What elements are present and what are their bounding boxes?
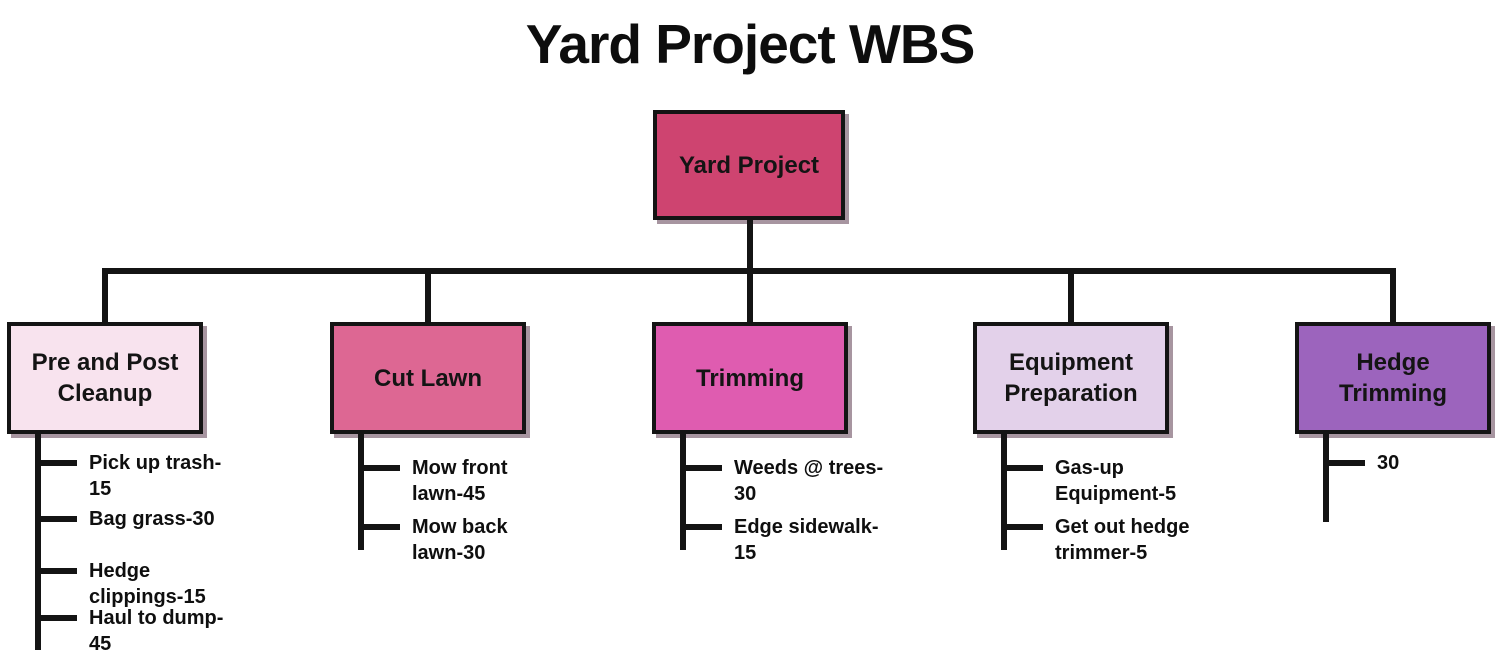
- connector-task-spine: [1323, 434, 1329, 522]
- connector-task-tick: [1323, 460, 1365, 466]
- task-label: Gas-up Equipment-5: [1055, 457, 1177, 505]
- connector-task-tick: [358, 524, 400, 530]
- connector-task-tick: [35, 460, 77, 466]
- connector-task-spine: [1001, 434, 1007, 550]
- connector-task-tick: [1001, 465, 1043, 471]
- task-label: Edge sidewalk-15: [734, 516, 879, 564]
- task-item: 30: [1323, 450, 1500, 476]
- wbs-node-trimming: Trimming: [652, 322, 848, 434]
- diagram-title: Yard Project WBS: [525, 13, 976, 75]
- connector-drop: [425, 268, 431, 324]
- task-label: Bag grass-30: [89, 508, 215, 530]
- connector-task-tick: [35, 615, 77, 621]
- task-label: Mow back lawn-30: [412, 516, 508, 564]
- task-label: Haul to dump-45: [89, 607, 224, 655]
- task-item: Weeds @ trees-30: [680, 455, 884, 507]
- task-label: Weeds @ trees-30: [734, 457, 884, 505]
- connector-task-tick: [358, 465, 400, 471]
- connector-task-spine: [35, 434, 41, 650]
- task-item: Get out hedge trimmer-5: [1001, 514, 1205, 566]
- connector-task-tick: [35, 568, 77, 574]
- wbs-node-equipment-preparation: Equipment Preparation: [973, 322, 1169, 434]
- connector-task-spine: [358, 434, 364, 550]
- task-item: Edge sidewalk-15: [680, 514, 884, 566]
- task-label: Hedge clippings-15: [89, 560, 206, 608]
- task-item: Bag grass-30: [35, 506, 239, 532]
- wbs-node-pre-and-post-cleanup: Pre and Post Cleanup: [7, 322, 203, 434]
- task-item: Mow back lawn-30: [358, 514, 562, 566]
- task-label: 30: [1377, 452, 1400, 474]
- task-label: Get out hedge trimmer-5: [1055, 516, 1190, 564]
- connector-task-tick: [680, 524, 722, 530]
- connector-drop: [747, 268, 753, 324]
- connector-task-tick: [1001, 524, 1043, 530]
- connector-task-tick: [35, 516, 77, 522]
- task-item: Hedge clippings-15: [35, 558, 239, 610]
- connector-drop: [1390, 268, 1396, 324]
- connector-drop: [102, 268, 108, 324]
- task-label: Pick up trash-15: [89, 452, 222, 500]
- task-item: Gas-up Equipment-5: [1001, 455, 1205, 507]
- wbs-node-cut-lawn: Cut Lawn: [330, 322, 526, 434]
- wbs-node-hedge-trimming: Hedge Trimming: [1295, 322, 1491, 434]
- connector-root-stem: [747, 218, 753, 270]
- task-label: Mow front lawn-45: [412, 457, 508, 505]
- wbs-root-node: Yard Project: [653, 110, 845, 220]
- task-item: Pick up trash-15: [35, 450, 239, 502]
- task-item: Mow front lawn-45: [358, 455, 562, 507]
- connector-task-spine: [680, 434, 686, 550]
- connector-task-tick: [680, 465, 722, 471]
- task-item: Haul to dump-45: [35, 605, 239, 657]
- connector-drop: [1068, 268, 1074, 324]
